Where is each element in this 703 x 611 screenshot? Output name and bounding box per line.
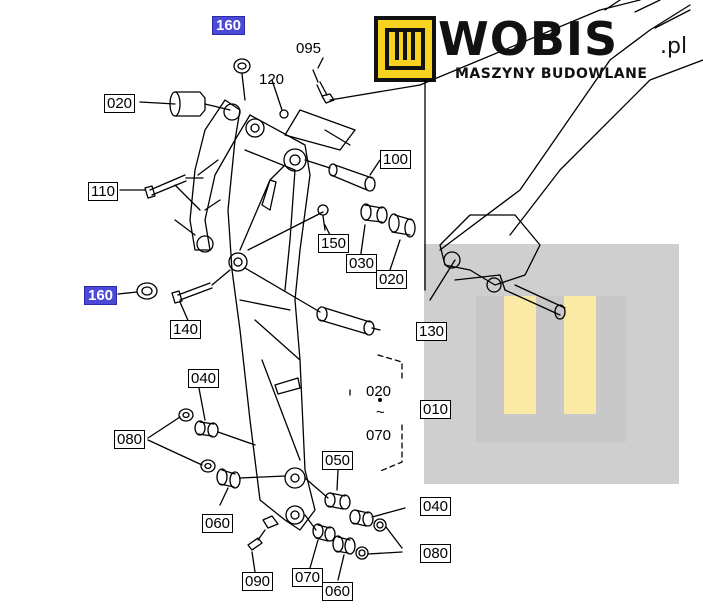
part-label-040-left[interactable]: 040 [188, 369, 220, 388]
part-label-080-right[interactable]: 080 [420, 544, 452, 563]
part-label-020-mid[interactable]: 020 [376, 270, 408, 289]
part-label-050[interactable]: 050 [322, 451, 354, 470]
part-label-160-top[interactable]: 160 [212, 16, 246, 35]
part-label-060-right[interactable]: 060 [322, 582, 354, 601]
part-label-090[interactable]: 090 [242, 572, 274, 591]
part-label-030[interactable]: 030 [346, 254, 378, 273]
part-label-020-top[interactable]: 020 [104, 94, 136, 113]
part-label-150[interactable]: 150 [318, 234, 350, 253]
part-label-140[interactable]: 140 [170, 320, 202, 339]
part-label-080-left[interactable]: 080 [114, 430, 146, 449]
part-label-130[interactable]: 130 [416, 322, 448, 341]
part-label-160-bottom[interactable]: 160 [84, 286, 118, 305]
part-label-010[interactable]: 010 [420, 400, 452, 419]
range-separator: ~ [376, 404, 385, 421]
part-label-095[interactable]: 095 [296, 40, 322, 57]
part-label-120[interactable]: 120 [259, 71, 285, 88]
brand-name[interactable]: WOBIS [438, 12, 619, 66]
part-label-060-left[interactable]: 060 [202, 514, 234, 533]
range-dot [378, 398, 382, 402]
part-label-070[interactable]: 070 [292, 568, 324, 587]
part-label-040-right[interactable]: 040 [420, 497, 452, 516]
part-label-100[interactable]: 100 [380, 150, 412, 169]
w-logo-icon [374, 16, 436, 82]
part-label-110[interactable]: 110 [88, 182, 118, 201]
range-from: 020 [366, 383, 392, 400]
watermark-logo [424, 244, 679, 484]
brand-tld: .pl [660, 34, 688, 59]
range-to: 070 [366, 427, 392, 444]
brand-tagline: MASZYNY BUDOWLANE [455, 66, 648, 82]
